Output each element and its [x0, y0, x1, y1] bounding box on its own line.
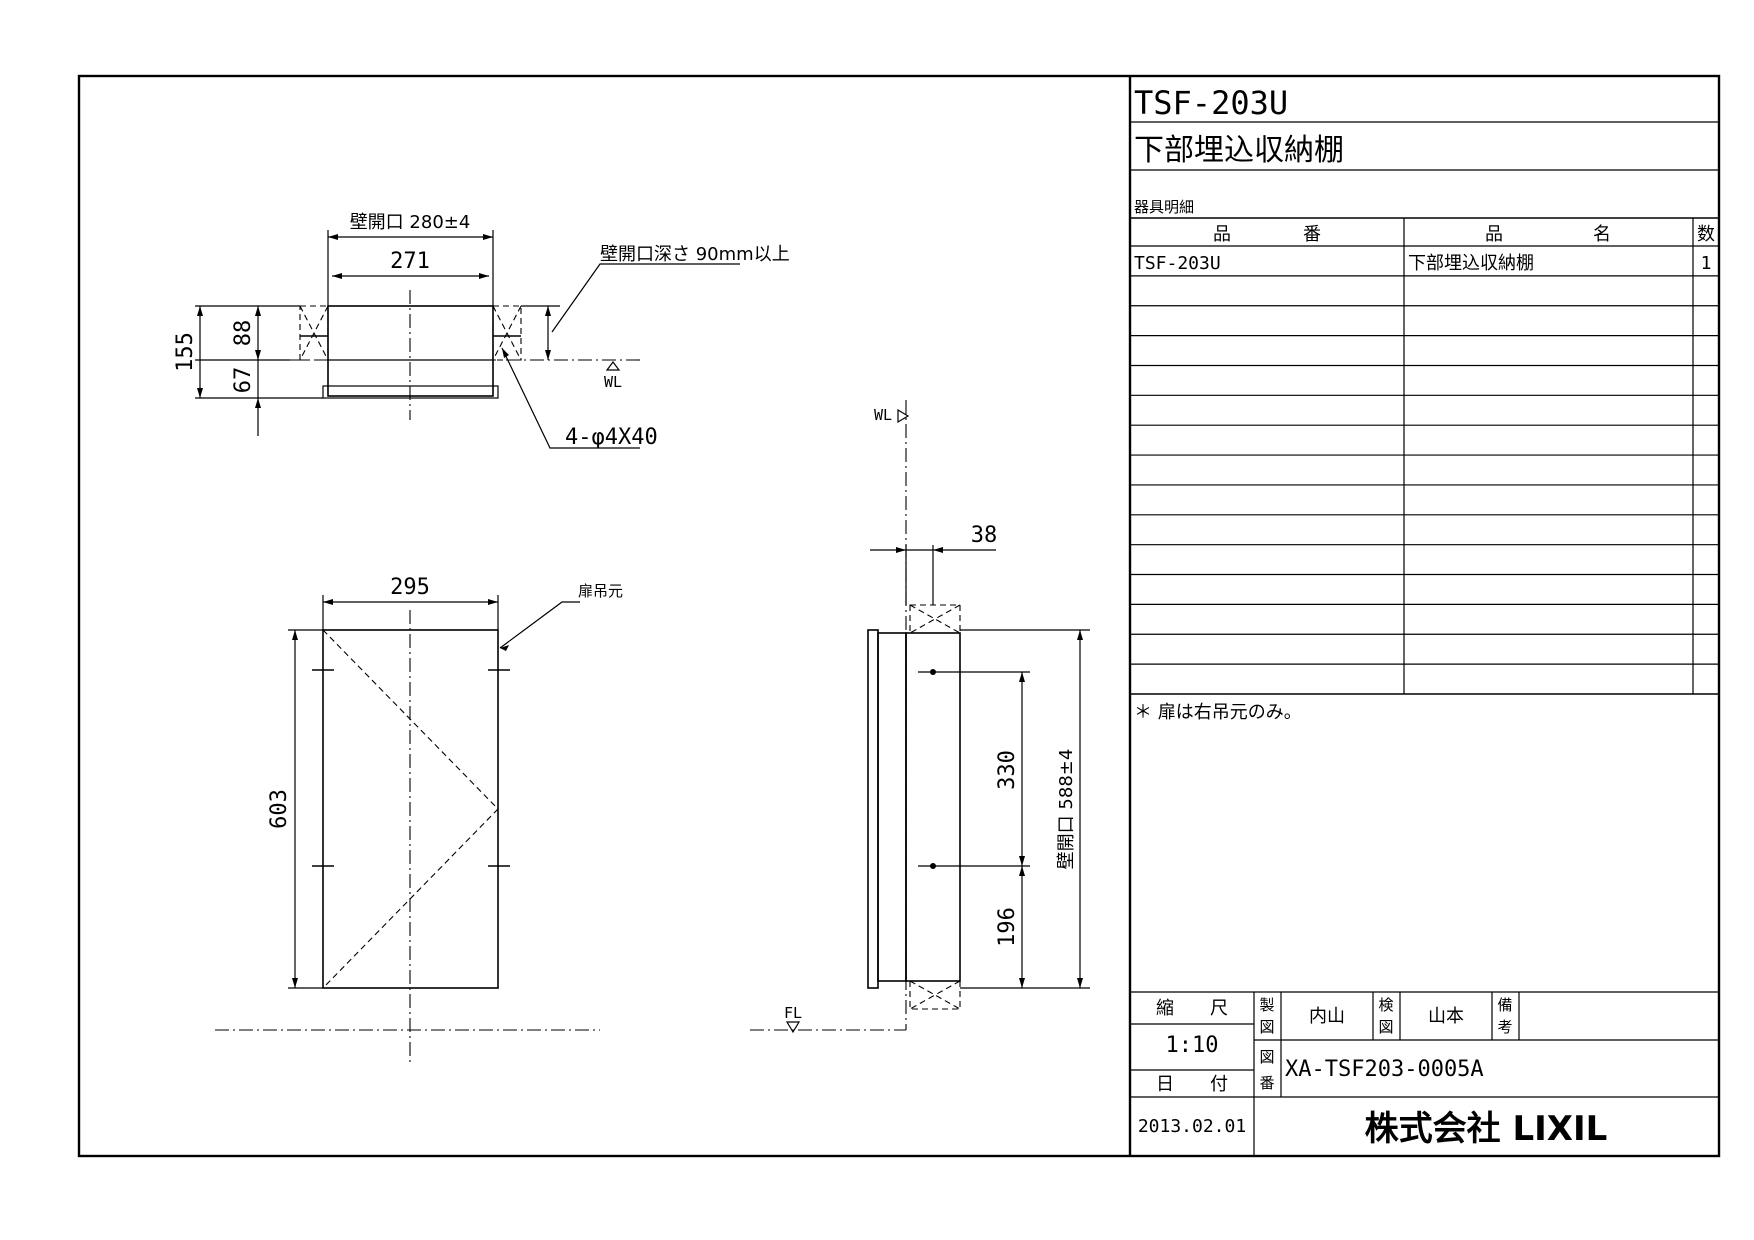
body-width-label: 271 [390, 249, 430, 274]
remarks-label-1: 備 [1497, 996, 1512, 1014]
front-view [215, 595, 600, 1065]
scale-label: 縮 尺 [1156, 998, 1228, 1019]
front-height-label: 603 [267, 789, 292, 829]
screws-label: 4-φ4X40 [565, 425, 658, 450]
wl-top-label: WL [604, 373, 622, 391]
company-logo: 株式会社 LIXIL [1365, 1109, 1608, 1149]
model-title: TSF-203U [1134, 84, 1288, 122]
scale-value: 1:10 [1166, 1033, 1219, 1058]
drawing-no: XA-TSF203-0005A [1285, 1057, 1484, 1082]
checked-label-2: 図 [1378, 1018, 1393, 1036]
drawn-label-2: 図 [1259, 1018, 1274, 1036]
product-name-title: 下部埋込収納棚 [1134, 133, 1344, 168]
drawn-by: 内山 [1309, 1006, 1345, 1027]
drawn-label-1: 製 [1259, 996, 1274, 1014]
title-block-grid [1130, 121, 1719, 1156]
side-196-label: 196 [995, 907, 1020, 947]
wall-opening-height-label: 壁開口 588±4 [1056, 749, 1077, 870]
height-67-label: 67 [231, 367, 256, 394]
col-part-name: 品 名 [1485, 224, 1611, 245]
col-qty: 数 [1697, 224, 1715, 245]
fl-label: FL [784, 1004, 802, 1022]
col-part-no: 品 番 [1213, 224, 1321, 245]
row-qty: 1 [1701, 253, 1712, 274]
height-155-label: 155 [173, 332, 198, 372]
remarks-label-2: 考 [1497, 1018, 1512, 1036]
side-depth-label: 38 [971, 523, 998, 548]
date-label: 日 付 [1156, 1074, 1228, 1095]
checked-label-1: 検 [1378, 996, 1393, 1014]
drawing-no-label-1: 図 [1259, 1048, 1274, 1066]
side-330-label: 330 [995, 750, 1020, 790]
row-part-name: 下部埋込収納棚 [1408, 253, 1534, 274]
note-text: ＊ 扉は右吊元のみ。 [1134, 702, 1302, 723]
row-part-no: TSF-203U [1134, 253, 1221, 274]
drawing-no-label-2: 番 [1259, 1074, 1274, 1092]
parts-table: TSF-203U 下部埋込収納棚 1 [1134, 253, 1711, 274]
checked-by: 山本 [1428, 1006, 1464, 1027]
side-view [750, 400, 1090, 1034]
parts-table-rows [1130, 275, 1719, 665]
wall-opening-width-label: 壁開口 280±4 [350, 212, 471, 233]
date-value: 2013.02.01 [1138, 1116, 1246, 1137]
top-view [195, 230, 740, 449]
hinge-side-label: 扉吊元 [578, 582, 623, 600]
height-88-label: 88 [231, 320, 256, 347]
front-width-label: 295 [390, 575, 430, 600]
sheet-border [77, 74, 1721, 1158]
wl-side-label: WL [874, 406, 892, 424]
wall-depth-note: 壁開口深さ 90mm以上 [600, 244, 790, 265]
parts-caption: 器具明細 [1134, 198, 1194, 216]
